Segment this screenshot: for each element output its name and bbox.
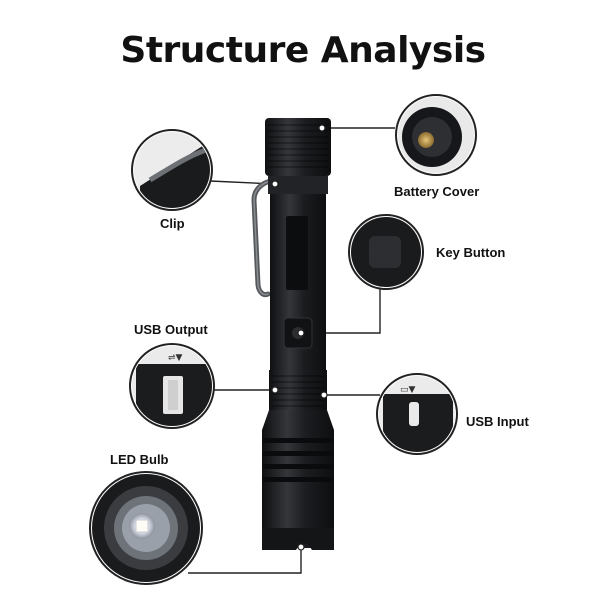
usb-output-callout: ⇌▼ (129, 343, 215, 429)
key-button-callout (348, 214, 424, 290)
battery-cover-callout (395, 94, 477, 176)
key-button-label: Key Button (436, 245, 506, 260)
connection-dots (271, 124, 328, 551)
clip-callout (131, 129, 213, 211)
diagram-title: Structure Analysis (120, 30, 486, 71)
battery-arrow-icon: ▭▼ (400, 385, 416, 395)
led-bulb-label: LED Bulb (110, 452, 169, 467)
usb-input-label: USB Input (466, 414, 529, 429)
clip-label: Clip (160, 216, 185, 231)
usb-arrow-icon: ⇌▼ (168, 353, 183, 363)
flashlight-body (262, 118, 334, 550)
leader-lines (188, 127, 395, 574)
battery-cover-label: Battery Cover (394, 184, 480, 199)
usb-output-label: USB Output (134, 322, 208, 337)
led-bulb-callout (89, 471, 203, 585)
usb-input-callout: ▭▼ (376, 373, 458, 455)
